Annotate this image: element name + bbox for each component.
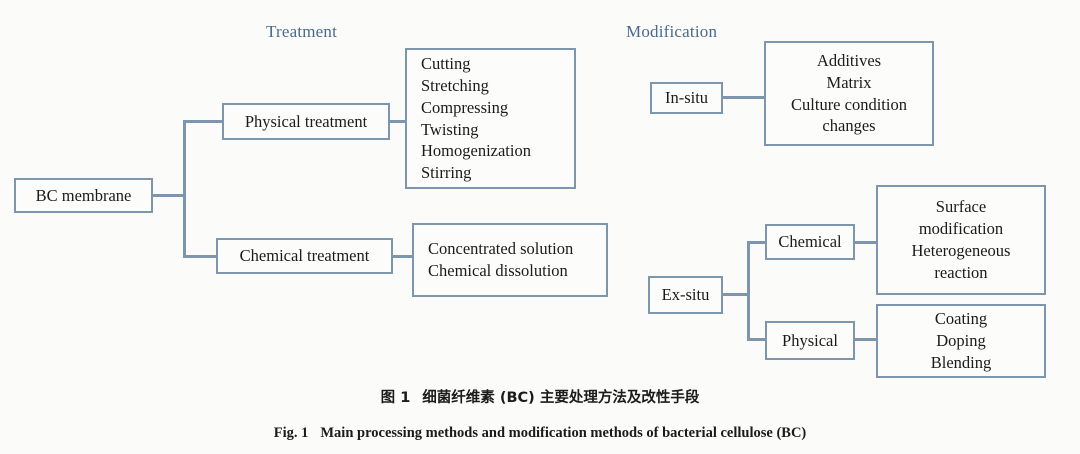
node-bc-membrane-label: BC membrane	[35, 185, 132, 205]
detail-item: Stretching	[421, 75, 489, 95]
detail-item: Blending	[930, 352, 992, 372]
node-ex-situ-physical-label: Physical	[782, 330, 838, 350]
detail-item: Doping	[936, 331, 986, 351]
connector-in-situ-to-details	[723, 96, 766, 99]
connector-trunk-to-physical	[183, 120, 223, 123]
node-chemical-treatment: Chemical treatment	[216, 238, 393, 274]
figure-caption-chinese-text: 细菌纤维素 (BC) 主要处理方法及改性手段	[422, 390, 700, 406]
figure-caption-english-text: Main processing methods and modification…	[320, 425, 807, 441]
node-chemical-treatment-label: Chemical treatment	[239, 246, 370, 266]
detail-item: Concentrated solution	[428, 239, 574, 259]
node-ex-situ-chemical-label: Chemical	[778, 232, 842, 252]
detail-item: Chemical dissolution	[428, 261, 568, 280]
section-header-modification: Modification	[626, 22, 718, 41]
node-physical-treatment-label: Physical treatment	[244, 111, 368, 131]
detail-item: Twisting	[421, 119, 479, 139]
connector-ex-situ-trunk	[747, 241, 750, 341]
node-physical-treatment-details: Cutting Stretching Compressing Twisting …	[405, 48, 576, 189]
node-ex-situ-chemical-details: Surface modification Heterogeneous react…	[876, 185, 1046, 295]
detail-item: Culture condition	[791, 94, 907, 114]
detail-item: Compressing	[421, 97, 509, 117]
detail-item: Stirring	[421, 163, 472, 183]
section-header-treatment: Treatment	[266, 22, 338, 41]
connector-treatment-trunk	[183, 120, 186, 258]
node-physical-treatment: Physical treatment	[222, 103, 390, 140]
node-ex-situ-physical-details: Coating Doping Blending	[876, 304, 1046, 378]
node-in-situ-details: Additives Matrix Culture condition chang…	[764, 41, 934, 146]
detail-item: Additives	[816, 50, 882, 70]
connector-ex-chemical-to-details	[855, 241, 877, 244]
detail-item: Matrix	[826, 72, 872, 92]
detail-item: modification	[918, 219, 1004, 239]
node-in-situ-label: In-situ	[664, 88, 709, 108]
node-ex-situ-physical: Physical	[765, 321, 855, 360]
node-bc-membrane: BC membrane	[14, 178, 153, 213]
detail-item: changes	[822, 116, 876, 136]
node-ex-situ-label: Ex-situ	[661, 285, 710, 305]
detail-item: Cutting	[421, 54, 471, 74]
connector-physical-to-details	[390, 120, 407, 123]
connector-trunk-to-ex-physical	[747, 338, 767, 341]
detail-item: Homogenization	[421, 141, 531, 161]
connector-trunk-to-chemical	[183, 255, 217, 258]
node-in-situ: In-situ	[650, 82, 723, 114]
node-ex-situ: Ex-situ	[648, 276, 723, 314]
node-ex-situ-chemical: Chemical	[765, 224, 855, 260]
detail-item: Heterogeneous	[911, 241, 1011, 260]
figure-caption-chinese-prefix: 图 1	[380, 390, 411, 406]
connector-ex-physical-to-details	[855, 338, 877, 341]
connector-ex-situ-to-trunk	[723, 293, 750, 296]
connector-root-to-trunk	[153, 194, 186, 197]
connector-trunk-to-ex-chemical	[747, 241, 767, 244]
figure-caption-english: Fig. 1 Main processing methods and modifi…	[0, 425, 1080, 442]
detail-item: Coating	[934, 309, 988, 329]
node-chemical-treatment-details: Concentrated solution Chemical dissoluti…	[412, 223, 608, 297]
connector-chemical-to-details	[393, 255, 413, 258]
figure-caption-english-prefix: Fig. 1	[273, 425, 309, 441]
figure-caption-chinese: 图 1 细菌纤维素 (BC) 主要处理方法及改性手段	[0, 386, 1080, 407]
detail-item: Surface	[935, 197, 987, 217]
detail-item: reaction	[934, 262, 988, 282]
